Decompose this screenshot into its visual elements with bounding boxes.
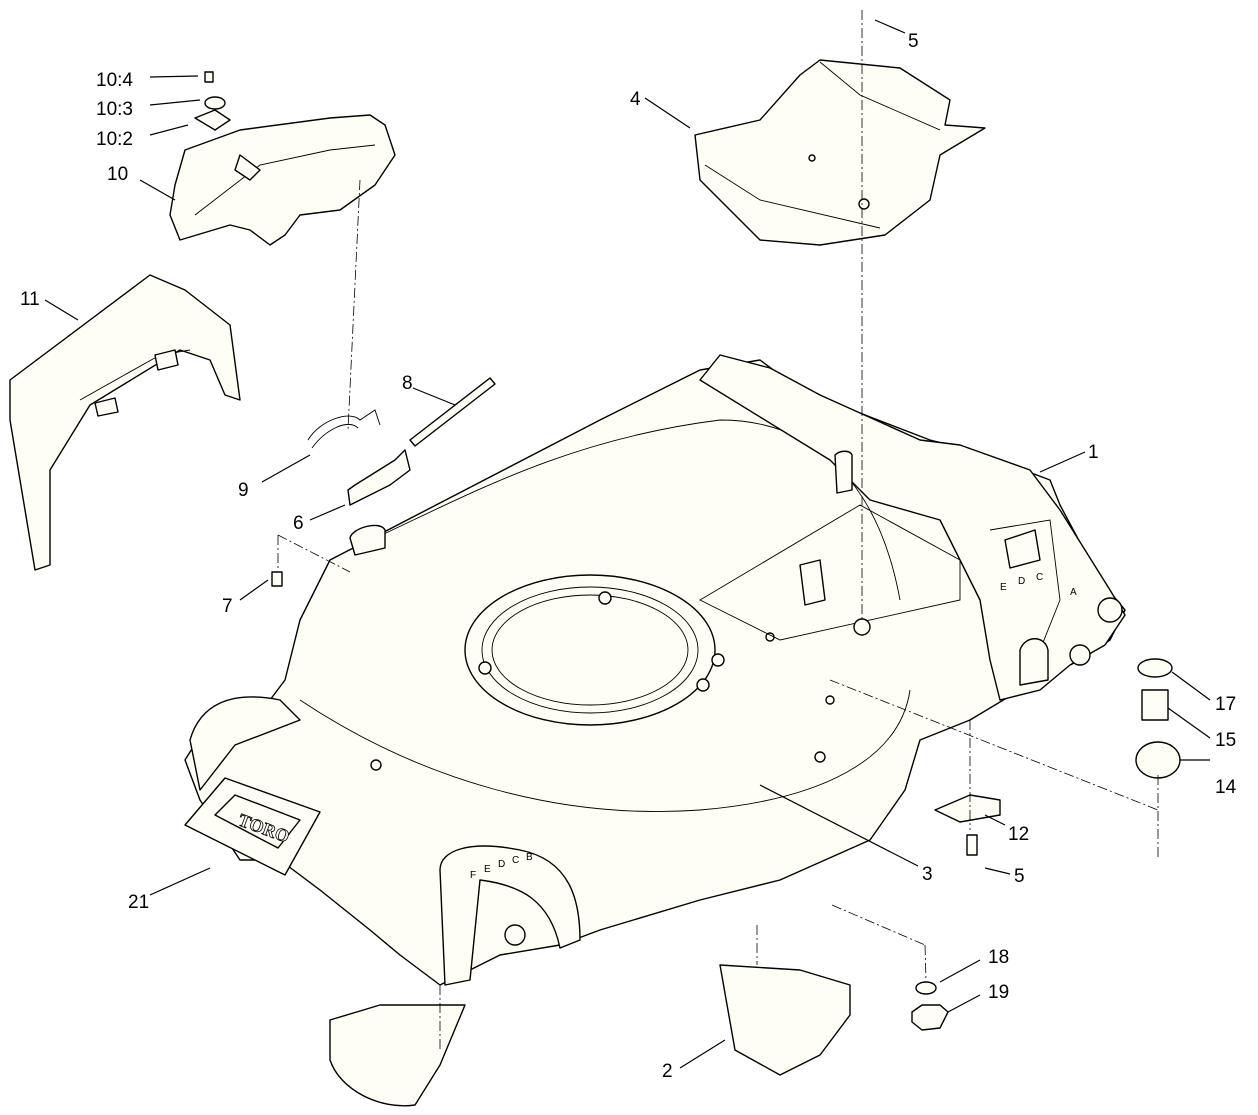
callout-6: 6 [293, 513, 304, 534]
wheel-cover-left [329, 1004, 466, 1107]
rear-door-assembly [169, 71, 396, 246]
callout-21: 21 [128, 892, 149, 913]
wheel-cover-right [719, 964, 851, 1076]
height-letter: D [1018, 576, 1025, 587]
callout-14: 14 [1215, 777, 1237, 798]
callout-12: 12 [1008, 824, 1029, 845]
baffle-plate [694, 59, 986, 246]
height-letter: B [526, 852, 533, 863]
leader-lines [44, 19, 1211, 1069]
callout-1: 1 [1088, 442, 1099, 463]
height-letter: C [512, 855, 519, 866]
height-letter: E [1000, 582, 1007, 593]
callout-10: 10 [107, 164, 128, 185]
height-letter: F [470, 870, 476, 881]
bracket-and-bolt [934, 794, 1001, 856]
callout-11: 11 [20, 289, 40, 310]
callout-15: 15 [1215, 730, 1236, 751]
callout-18: 18 [988, 947, 1009, 968]
mower-deck: E D C A F E D C B [184, 354, 1126, 986]
callout-8: 8 [402, 373, 413, 394]
callout-4: 4 [630, 89, 641, 110]
height-letter: D [498, 859, 505, 870]
callout-10-4: 10:4 [96, 70, 133, 91]
callout-7: 7 [222, 596, 233, 617]
height-letter: C [1036, 572, 1043, 583]
assembly-lines [277, 10, 1159, 1050]
height-letter: A [1070, 587, 1077, 598]
callout-5-top: 5 [908, 31, 919, 52]
callout-10-3: 10:3 [96, 99, 133, 120]
height-letter: E [484, 864, 491, 875]
callout-9: 9 [238, 480, 249, 501]
callout-17: 17 [1215, 694, 1236, 715]
side-discharge-cover [9, 274, 241, 571]
callout-5-bottom: 5 [1014, 866, 1025, 887]
callout-2: 2 [662, 1061, 673, 1082]
adjuster-knob-set [1135, 658, 1181, 779]
callout-3: 3 [922, 864, 933, 885]
linkage-parts [271, 377, 496, 587]
callout-labels: 1 2 3 4 5 5 6 7 8 9 10 10:2 10:3 10:4 11… [20, 31, 1237, 1082]
callout-19: 19 [988, 982, 1009, 1003]
callout-10-2: 10:2 [96, 129, 133, 150]
logo-plate: TORO [184, 777, 321, 876]
washer-and-nut [911, 981, 949, 1031]
